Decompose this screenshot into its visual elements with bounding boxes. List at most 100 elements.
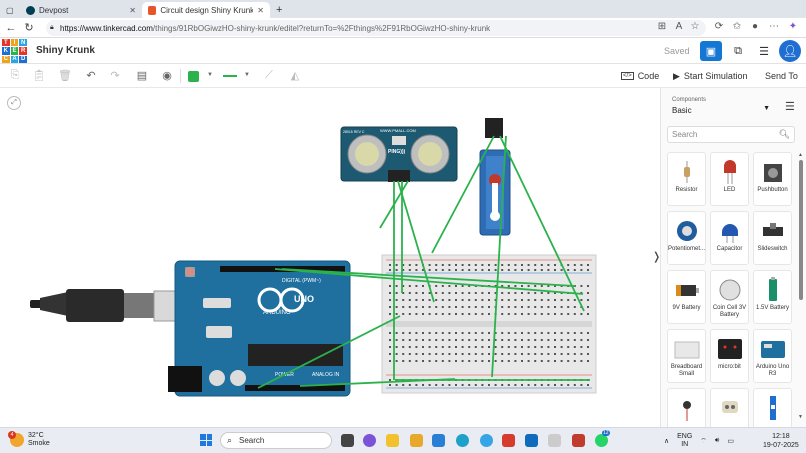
close-tab-icon[interactable]: ✕ (257, 5, 264, 15)
code-button[interactable]: </> Code (621, 68, 659, 84)
fit-view-icon[interactable]: ⤢ (7, 96, 21, 110)
pushbutton-icon (760, 159, 786, 185)
task-view-icon[interactable] (341, 434, 354, 447)
refresh-button[interactable]: ↻ (24, 22, 34, 34)
chevron-down-icon[interactable]: ▼ (207, 72, 213, 78)
panel-scrollbar[interactable]: ▲ ▼ (798, 152, 804, 422)
code-icon: </> (621, 72, 634, 80)
browser-app-icon[interactable] (480, 434, 493, 447)
language-indicator[interactable]: ENG IN (677, 433, 692, 449)
file-explorer-icon[interactable] (386, 434, 399, 447)
volume-icon[interactable]: 🔊︎ (714, 437, 720, 444)
favorite-star-icon[interactable]: ☆ (690, 21, 700, 32)
user-avatar[interactable]: 👤︎ (779, 40, 801, 62)
component-battery-1-5v[interactable]: 1.5V Battery (753, 270, 792, 324)
new-tab-button[interactable]: + (276, 4, 283, 16)
copy-icon[interactable]: ⎘ (10, 69, 20, 81)
edge-browser-icon[interactable] (456, 434, 469, 447)
more-menu-icon[interactable]: ⋯ (769, 21, 779, 32)
game-app-icon[interactable] (572, 434, 585, 447)
component-microbit[interactable]: micro:bit (710, 329, 749, 383)
battery-icon[interactable]: ▭ (727, 438, 734, 445)
schematic-view-button[interactable]: ⧉ (734, 44, 742, 57)
close-tab-icon[interactable]: ✕ (129, 5, 136, 15)
arduino-uno-board[interactable]: ARDUINO UNO DIGITAL (PWM~) POWER ANALOG … (168, 260, 351, 397)
folder-icon[interactable] (410, 434, 423, 447)
undo-icon[interactable]: ↶ (86, 70, 96, 82)
extensions-icon[interactable]: ⟳ (714, 21, 724, 32)
wires[interactable] (257, 135, 590, 389)
wifi-icon[interactable]: ⌔ (700, 437, 707, 445)
back-button[interactable]: ← (5, 21, 17, 34)
tab-tinkercad[interactable]: Circuit design Shiny Krunk - Tinke ✕ (142, 2, 270, 18)
start-button[interactable] (200, 434, 212, 446)
component-slideswitch[interactable]: Slideswitch (753, 211, 792, 265)
circuit-view-button[interactable]: ▣ (700, 41, 722, 61)
office-app-icon[interactable] (502, 434, 515, 447)
usb-cable[interactable] (30, 289, 185, 322)
component-potentiometer[interactable]: Potentiomet... (667, 211, 706, 265)
capacitor-icon (717, 218, 743, 244)
component-search-input[interactable]: Search 🔍︎ (667, 126, 795, 143)
copilot-app-icon[interactable] (363, 434, 376, 447)
flip-icon[interactable]: ◭ (290, 70, 300, 82)
url-input[interactable]: 🔒︎ https://www.tinkercad.com/things/91Rb… (46, 20, 706, 36)
chevron-down-icon[interactable]: ▼ (244, 72, 250, 78)
code-label: Code (637, 71, 660, 81)
component-led[interactable]: LED (710, 152, 749, 206)
circuit-canvas[interactable]: ⤢ ARDUINO UNO DIGITAL (PWM~ (0, 88, 658, 427)
taskbar-search[interactable]: ⌕ Search (220, 432, 332, 449)
components-label: Components (672, 97, 707, 103)
tinkercad-logo[interactable]: T I N K E R C A D (2, 39, 27, 63)
search-icon: ⌕ (227, 435, 233, 445)
wire-color-button[interactable] (188, 71, 199, 82)
component-resistor[interactable]: Resistor (667, 152, 706, 206)
component-arduino-uno[interactable]: Arduino Uno R3 (753, 329, 792, 383)
ultrasonic-sensor[interactable]: WWW.PMALL.COM PING))) 28015 REV C (340, 126, 458, 182)
wire-type-button[interactable] (223, 75, 237, 77)
arduino-brand-text: ARDUINO (263, 310, 291, 316)
url-path: /things/91RbOGiwzHO-shiny-krunk/editel?r… (152, 23, 491, 33)
profile-icon[interactable]: ● (751, 21, 759, 32)
scroll-up-icon[interactable]: ▲ (798, 152, 803, 158)
browser-tab-bar: ▢ Devpost ✕ Circuit design Shiny Krunk -… (0, 0, 806, 18)
outlook-app-icon[interactable] (525, 434, 538, 447)
weather-widget[interactable]: 4 32°C Smoke (8, 431, 50, 448)
panel-collapse-icon[interactable]: ❭ (652, 251, 662, 263)
component-breadboard-small[interactable]: Breadboard Small (667, 329, 706, 383)
chevron-up-icon[interactable]: ∧ (664, 438, 670, 445)
notes-icon[interactable]: ▤ (136, 70, 148, 82)
whatsapp-app-icon[interactable]: 12 (595, 430, 610, 447)
notes-toggle-icon[interactable]: ◉ (162, 70, 172, 82)
paint-app-icon[interactable] (548, 434, 561, 447)
paste-icon[interactable]: 📋︎ (32, 70, 46, 82)
copilot-icon[interactable]: ✦ (788, 21, 798, 32)
window-menu-icon[interactable]: ▢ (6, 5, 14, 15)
servo-motor[interactable] (479, 118, 511, 236)
redo-icon[interactable]: ↷ (110, 70, 120, 82)
project-title[interactable]: Shiny Krunk (36, 45, 95, 56)
store-icon[interactable] (432, 434, 445, 447)
clock[interactable]: 12:18 19-07-2025 (763, 432, 799, 450)
component-14-icon (717, 395, 743, 421)
component-list-button[interactable]: ☰ (759, 45, 769, 58)
component-battery-9v[interactable]: 9V Battery (667, 270, 706, 324)
start-simulation-button[interactable]: ▶ Start Simulation (673, 68, 747, 84)
breadboard[interactable] (381, 254, 597, 394)
favorites-icon[interactable]: ✩ (732, 21, 742, 32)
install-app-icon[interactable]: ⊞ (657, 21, 667, 32)
components-category-select[interactable]: Basic ▼ (670, 103, 774, 117)
send-to-button[interactable]: Send To (765, 68, 798, 84)
read-aloud-icon[interactable]: A (675, 21, 683, 32)
component-capacitor[interactable]: Capacitor (710, 211, 749, 265)
rotate-icon[interactable]: ⟋ (265, 69, 273, 81)
scroll-down-icon[interactable]: ▼ (798, 414, 803, 420)
component-pushbutton[interactable]: Pushbutton (753, 152, 792, 206)
delete-icon[interactable]: 🗑︎ (58, 70, 72, 82)
tab-devpost[interactable]: Devpost ✕ (20, 2, 142, 18)
list-view-icon[interactable]: ☰ (785, 101, 795, 113)
scrollbar-thumb[interactable] (799, 160, 803, 300)
arduino-uno-icon (760, 336, 786, 362)
saved-status: Saved (664, 46, 690, 56)
component-coin-cell-battery[interactable]: Coin Cell 3V Battery (710, 270, 749, 324)
